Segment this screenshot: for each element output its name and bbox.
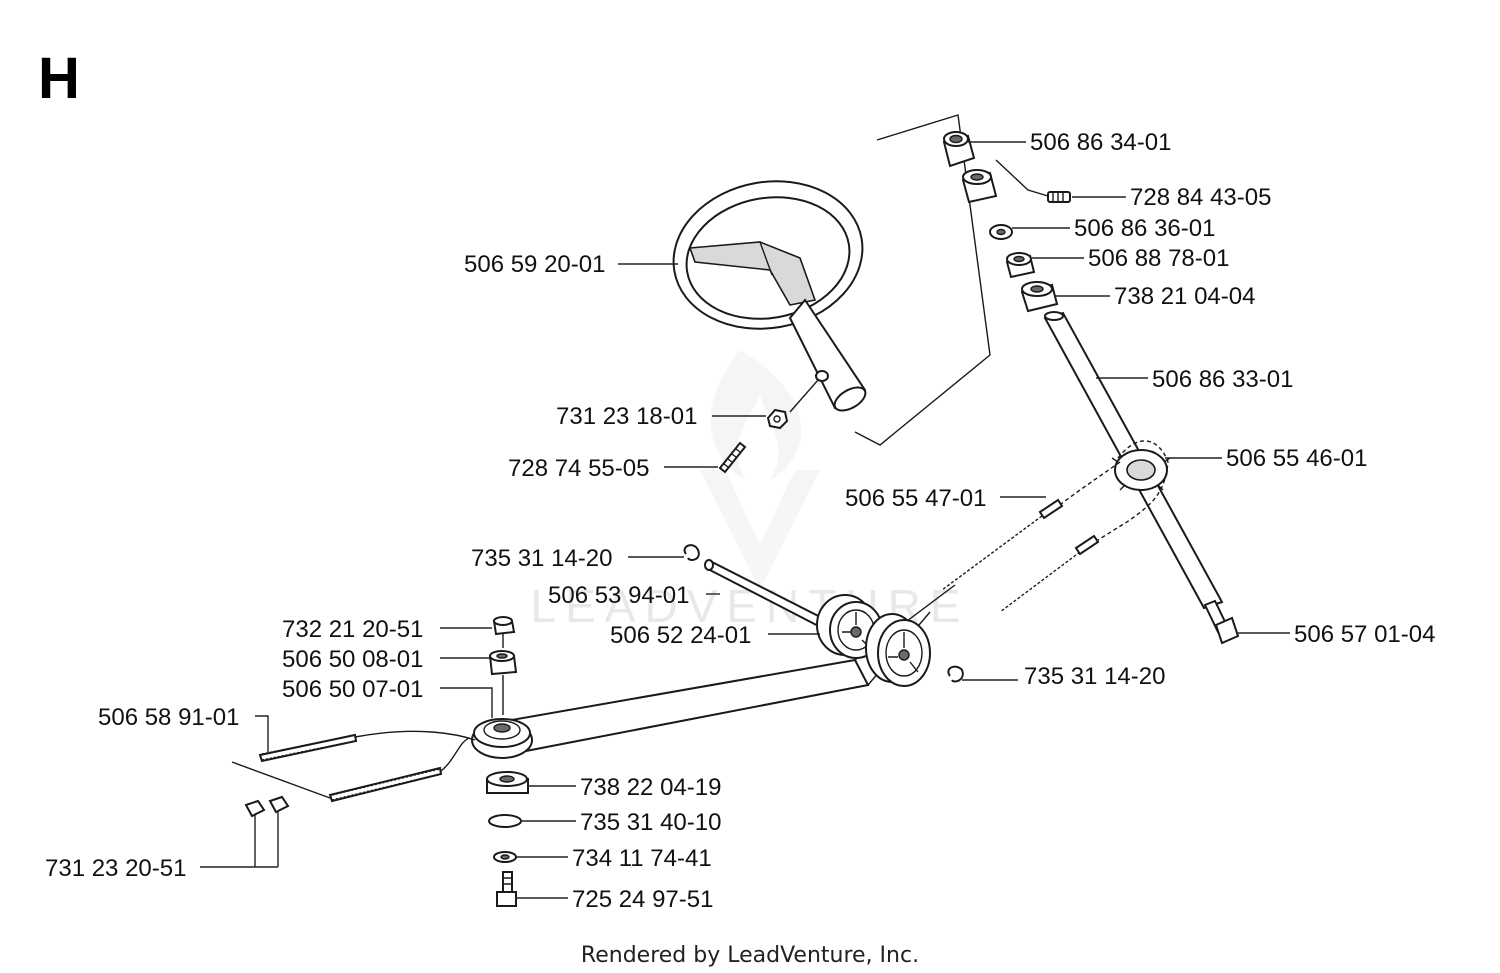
part-label[interactable]: 506 57 01-04 bbox=[1294, 621, 1435, 648]
washer-small[interactable] bbox=[989, 224, 1013, 240]
section-letter: H bbox=[38, 46, 80, 111]
part-label[interactable]: 506 86 33-01 bbox=[1152, 366, 1293, 393]
bushing-top[interactable] bbox=[942, 131, 976, 168]
part-label[interactable]: 734 11 74-41 bbox=[572, 845, 712, 872]
part-label[interactable]: 506 86 34-01 bbox=[1030, 129, 1171, 156]
collar-set-screw[interactable] bbox=[1047, 191, 1071, 203]
part-label[interactable]: 725 24 97-51 bbox=[572, 886, 713, 913]
part-label[interactable]: 506 59 20-01 bbox=[464, 251, 605, 278]
part-label[interactable]: 738 22 04-19 bbox=[580, 774, 721, 801]
part-label[interactable]: 506 55 46-01 bbox=[1226, 445, 1367, 472]
bearing[interactable] bbox=[486, 771, 529, 794]
wheel-group-bracket bbox=[854, 114, 991, 446]
leader-lines bbox=[200, 141, 1290, 899]
retaining-ring-lower[interactable] bbox=[947, 665, 964, 683]
washer[interactable] bbox=[493, 851, 517, 863]
hex-nut[interactable] bbox=[766, 408, 789, 430]
retaining-ring-upper[interactable] bbox=[683, 544, 700, 561]
footer-credit: Rendered by LeadVenture, Inc. bbox=[581, 943, 919, 968]
part-label[interactable]: 506 55 47-01 bbox=[845, 485, 986, 512]
tie-rod-upper[interactable] bbox=[258, 733, 358, 763]
tie-rod-lower[interactable] bbox=[328, 766, 443, 803]
column-pin[interactable] bbox=[815, 370, 829, 382]
part-label[interactable]: 506 58 91-01 bbox=[98, 704, 239, 731]
nut-top[interactable] bbox=[492, 616, 516, 636]
collar[interactable] bbox=[961, 169, 998, 204]
cap-screw[interactable] bbox=[496, 871, 517, 907]
rod-bracket bbox=[231, 730, 476, 799]
part-label[interactable]: 735 31 14-20 bbox=[1024, 663, 1165, 690]
bearing-flange[interactable] bbox=[1005, 252, 1036, 279]
part-label[interactable]: 506 52 24-01 bbox=[610, 622, 751, 649]
jam-nuts[interactable] bbox=[244, 795, 290, 818]
part-label[interactable]: 731 23 20-51 bbox=[45, 855, 186, 882]
part-labels: 506 86 34-01 728 84 43-05 506 86 36-01 5… bbox=[45, 129, 1435, 913]
part-label[interactable]: 731 23 18-01 bbox=[556, 403, 697, 430]
watermark-logo bbox=[700, 350, 820, 590]
part-label[interactable]: 732 21 20-51 bbox=[282, 616, 423, 643]
shaft-bolt[interactable] bbox=[1203, 599, 1240, 645]
snap-ring[interactable] bbox=[488, 814, 522, 828]
pivot-bearing[interactable] bbox=[471, 718, 533, 759]
part-label[interactable]: 506 50 08-01 bbox=[282, 646, 423, 673]
set-screw[interactable] bbox=[718, 441, 747, 474]
part-label[interactable]: 728 74 55-05 bbox=[508, 455, 649, 482]
cable-assembly[interactable] bbox=[941, 498, 1100, 613]
part-label[interactable]: 728 84 43-05 bbox=[1130, 184, 1271, 211]
steering-wheel[interactable] bbox=[662, 167, 874, 416]
part-label[interactable]: 735 31 40-10 bbox=[580, 809, 721, 836]
part-label[interactable]: 506 88 78-01 bbox=[1088, 245, 1229, 272]
part-label[interactable]: 506 50 07-01 bbox=[282, 676, 423, 703]
pulley-right[interactable] bbox=[865, 613, 931, 687]
part-label[interactable]: 735 31 14-20 bbox=[471, 545, 612, 572]
bushing-upper[interactable] bbox=[488, 650, 518, 676]
part-label[interactable]: 506 53 94-01 bbox=[548, 582, 689, 609]
bushing-lower[interactable] bbox=[1020, 281, 1059, 313]
part-label[interactable]: 506 86 36-01 bbox=[1074, 215, 1215, 242]
part-label[interactable]: 738 21 04-04 bbox=[1114, 283, 1255, 310]
